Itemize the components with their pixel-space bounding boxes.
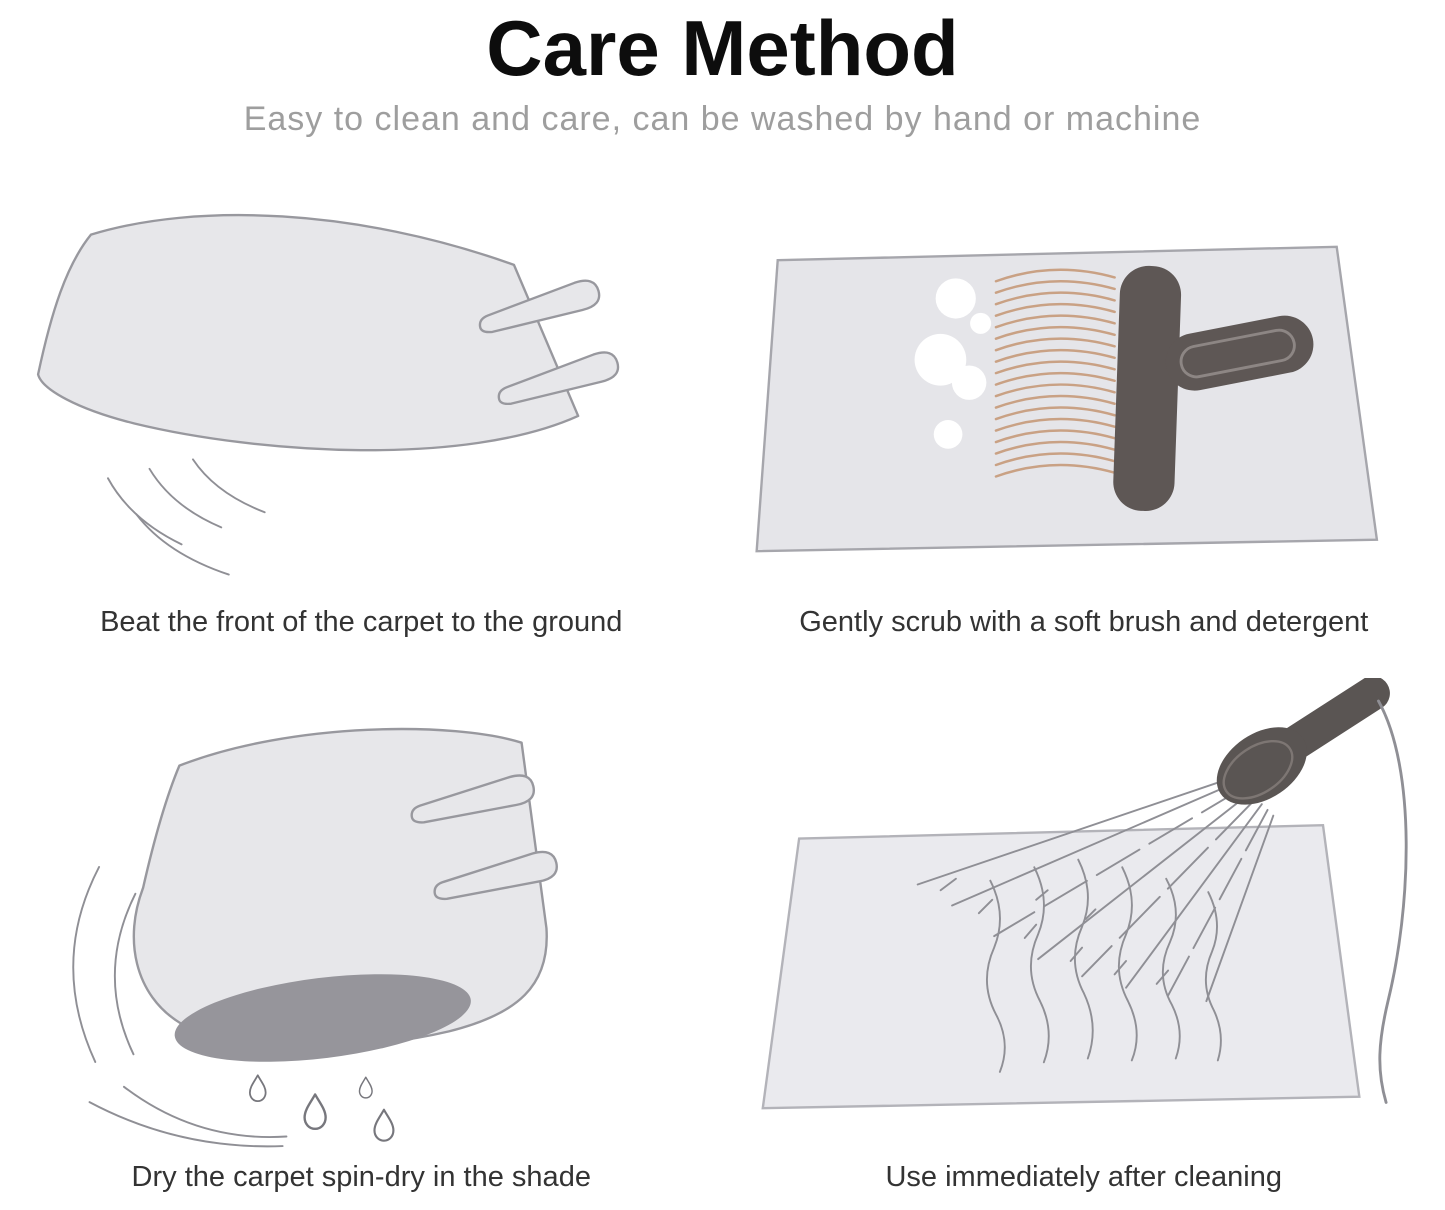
shower-rinse-illustration: [761, 678, 1408, 1110]
shower-head-icon: [1216, 678, 1390, 805]
spin-motion-lines-icon: [72, 866, 288, 1148]
water-droplet-icons: [249, 1074, 395, 1142]
spin-dry-art: [36, 706, 686, 1156]
rug-icon: [761, 824, 1361, 1110]
panel-rinse: Use immediately after cleaning: [723, 646, 1445, 1201]
panel-caption-beat: Beat the front of the carpet to the grou…: [100, 606, 623, 639]
panel-spin-dry: Dry the carpet spin-dry in the shade: [0, 646, 723, 1201]
page-title: Care Method: [486, 4, 959, 92]
splash-ticks-icon: [939, 877, 1169, 985]
water-spray-icon: [916, 776, 1274, 1003]
brush-scrubbing-illustration: [755, 245, 1379, 553]
header: Care Method Easy to clean and care, can …: [0, 0, 1445, 139]
panel-caption-dry: Dry the carpet spin-dry in the shade: [131, 1161, 591, 1194]
beat-carpet-art: [21, 195, 701, 601]
carpet-beating-illustration: [37, 214, 620, 576]
panel-beat-carpet: Beat the front of the carpet to the grou…: [0, 151, 723, 646]
panel-brush-scrub: Gently scrub with a soft brush and deter…: [723, 151, 1445, 646]
motion-lines-icon: [107, 458, 266, 576]
panel-grid: Beat the front of the carpet to the grou…: [0, 151, 1445, 1210]
panel-caption-rinse: Use immediately after cleaning: [885, 1161, 1282, 1194]
brush-icon: [1113, 266, 1314, 512]
carpet-tag-icons: [479, 279, 620, 406]
panel-caption-scrub: Gently scrub with a soft brush and deter…: [799, 606, 1369, 639]
shower-hose-icon: [1376, 699, 1408, 1104]
carpet-roll-end: [174, 974, 472, 1062]
rolled-carpet-icon: [132, 727, 549, 1062]
foam-bubbles-icon: [914, 278, 991, 449]
brush-scrub-art: [749, 218, 1419, 601]
carpet-icon: [37, 214, 580, 452]
rug-icon: [755, 245, 1379, 553]
page-subtitle: Easy to clean and care, can be washed by…: [243, 99, 1202, 138]
water-flow-lines-icon: [985, 858, 1222, 1073]
carpet-tag-icons: [410, 774, 559, 901]
carpet-spin-dry-illustration: [72, 727, 559, 1148]
rinse-art: [749, 678, 1419, 1156]
brush-bristles-icon: [994, 268, 1116, 478]
